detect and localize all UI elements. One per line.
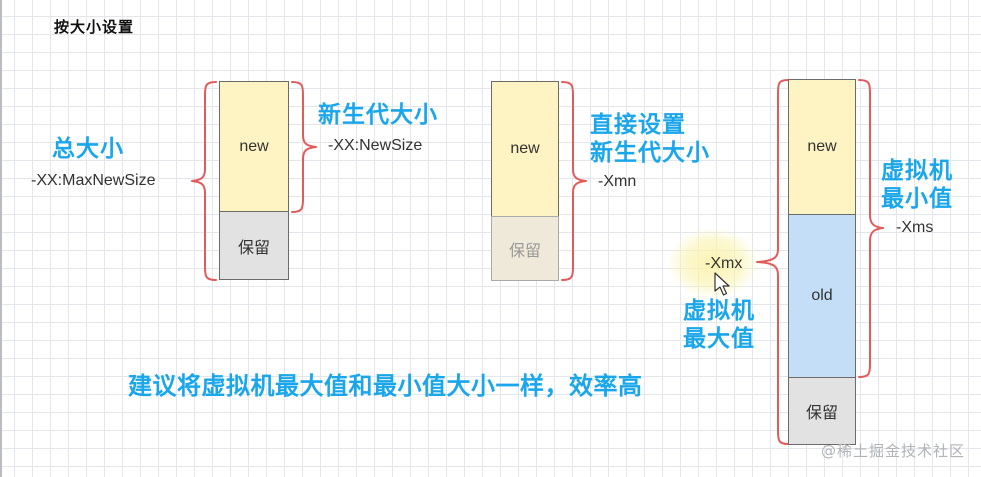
block-reserved-1: 保留 bbox=[219, 211, 289, 280]
label-direct-set-line1: 直接设置 bbox=[590, 112, 686, 138]
label-vm-min-line1: 虚拟机 bbox=[881, 158, 953, 184]
block-reserved-3: 保留 bbox=[788, 377, 856, 445]
brace-xmn bbox=[561, 81, 587, 281]
block-new-3: new bbox=[788, 79, 856, 215]
watermark: @稀土掘金技术社区 bbox=[820, 442, 965, 460]
label-direct-set-line2: 新生代大小 bbox=[590, 140, 710, 166]
param-xmx: -Xmx bbox=[705, 255, 743, 272]
cursor-highlight bbox=[668, 228, 758, 298]
recommendation-text: 建议将虚拟机最大值和最小值大小一样，效率高 bbox=[128, 372, 643, 400]
param-xms: -Xms bbox=[896, 219, 934, 236]
label-vm-min-line2: 最小值 bbox=[881, 186, 953, 212]
block-new-1: new bbox=[219, 81, 289, 212]
label-vm-max-line2: 最大值 bbox=[683, 326, 755, 352]
block-old-3: old bbox=[788, 214, 856, 378]
block-reserved-2: 保留 bbox=[491, 216, 559, 281]
page-title: 按大小设置 bbox=[54, 18, 135, 36]
brace-xms bbox=[858, 79, 884, 378]
param-xmn: -Xmn bbox=[598, 173, 637, 190]
label-total-size: 总大小 bbox=[52, 136, 124, 162]
block-new-2: new bbox=[491, 81, 559, 217]
mouse-cursor-icon bbox=[714, 272, 730, 296]
label-new-size: 新生代大小 bbox=[318, 102, 438, 128]
label-vm-max-line1: 虚拟机 bbox=[683, 298, 755, 324]
brace-xmx bbox=[756, 79, 789, 445]
param-max-new-size: -XX:MaxNewSize bbox=[31, 172, 156, 189]
param-new-size: -XX:NewSize bbox=[328, 137, 423, 154]
brace-total bbox=[191, 81, 217, 281]
window-left-border bbox=[0, 0, 2, 477]
brace-new-size bbox=[291, 81, 317, 213]
